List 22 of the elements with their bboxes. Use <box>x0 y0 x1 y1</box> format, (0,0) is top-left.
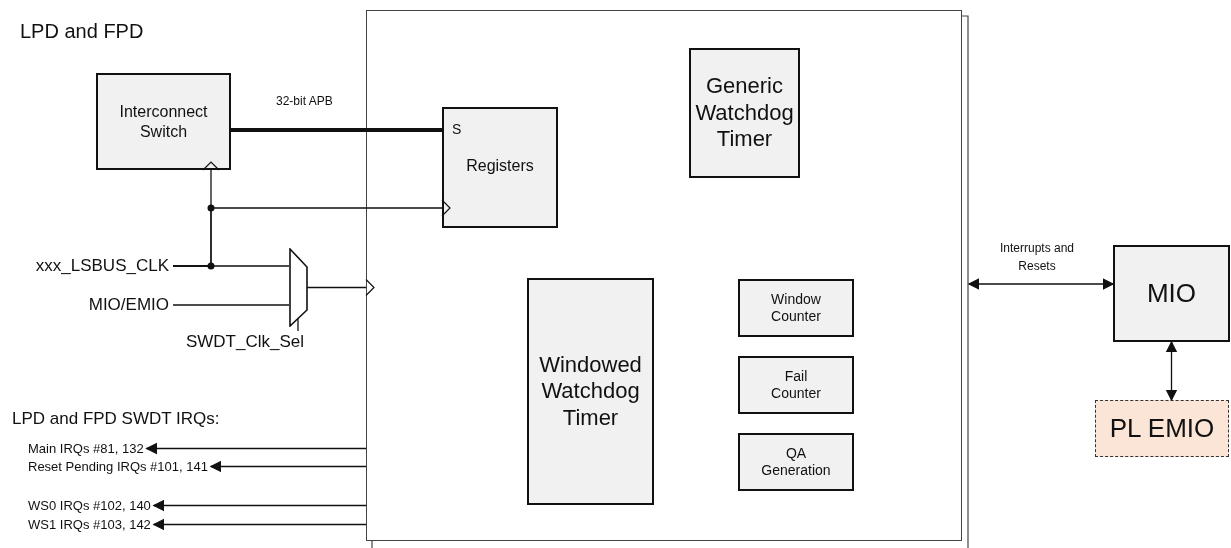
signal-name: MIO/EMIO <box>88 294 169 316</box>
mio-block: MIO <box>1113 245 1230 342</box>
interrupt-name: Main IRQs #81, 132 <box>28 440 144 457</box>
switch-block: Interconnect Switch <box>96 73 231 170</box>
register-block <box>442 107 558 228</box>
interrupt-name: WS0 IRQs #102, 140 <box>28 497 151 514</box>
external-block: PL EMIO <box>1095 400 1229 457</box>
generator-block: QA Generation <box>738 433 854 491</box>
interrupt-name: WS1 IRQs #103, 142 <box>28 516 151 533</box>
edge-label: Interrupts and Resets <box>998 240 1075 275</box>
timer-block: Windowed Watchdog Timer <box>527 278 654 505</box>
counter-block: Window Counter <box>738 279 854 337</box>
block-label: Registers <box>465 157 535 175</box>
section-heading: LPD and FPD SWDT IRQs: <box>12 409 220 429</box>
diagram-title: LPD and FPD <box>20 20 144 43</box>
counter-block: Fail Counter <box>738 356 854 414</box>
interrupt-name: Reset Pending IRQs #101, 141 <box>28 458 208 475</box>
signal-name: xxx_LSBUS_CLK <box>35 255 169 277</box>
port-label: S <box>452 121 462 137</box>
timer-block: Generic Watchdog Timer <box>689 48 800 178</box>
select-signal-name: SWDT_Clk_Sel <box>185 331 305 353</box>
edge-label: 32-bit APB <box>276 93 334 110</box>
